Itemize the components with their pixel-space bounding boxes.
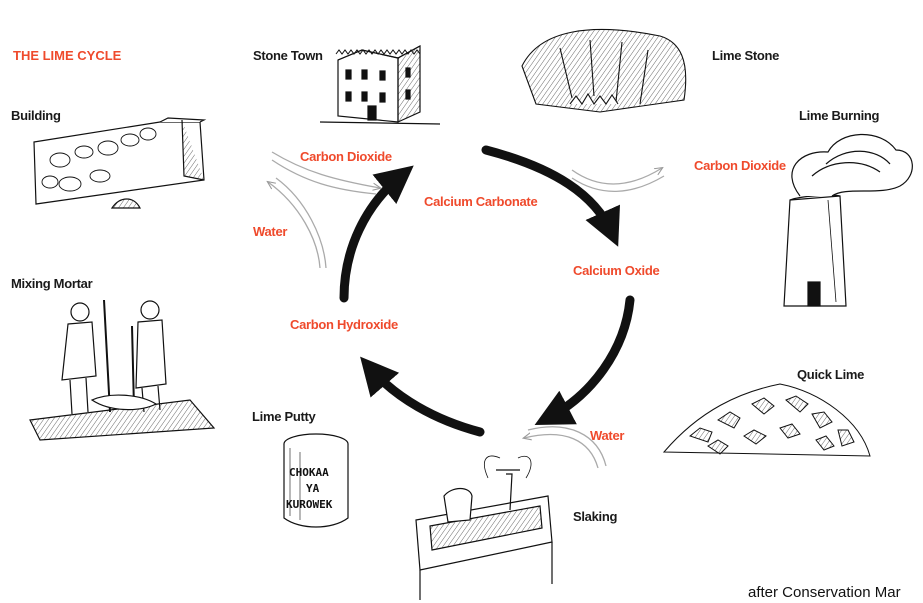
flow-arrows — [268, 151, 665, 469]
stage-slaking: Slaking — [573, 509, 618, 524]
water-in-arrow — [524, 435, 599, 469]
stone-town-illustration — [319, 44, 441, 125]
lime-burning-illustration — [783, 133, 913, 307]
putty-line-2: YA — [306, 482, 320, 495]
stage-lime-burning: Lime Burning — [799, 108, 880, 123]
water-out-arrow — [268, 182, 321, 269]
co2-in-arrow — [271, 151, 380, 188]
compound-calcium-oxide: Calcium Oxide — [573, 263, 660, 278]
putty-line-3: KUROWEK — [286, 498, 333, 511]
slaking-illustration — [415, 455, 553, 600]
flow-water-out-label: Water — [253, 224, 288, 239]
lime-stone-illustration — [521, 28, 687, 113]
co2-out-arrow — [571, 168, 662, 185]
flow-co2-in-label: Carbon Dioxide — [300, 149, 392, 164]
compound-calcium-carbonate: Calcium Carbonate — [424, 194, 538, 209]
diagram-title: THE LIME CYCLE — [13, 48, 122, 63]
stage-stone-town: Stone Town — [253, 48, 323, 63]
compound-carbon-hydroxide: Carbon Hydroxide — [290, 317, 398, 332]
flow-co2-out-label: Carbon Dioxide — [694, 158, 786, 173]
stage-lime-stone: Lime Stone — [712, 48, 780, 63]
putty-line-1: CHOKAA — [289, 466, 329, 479]
credit-note: after Conservation Mar — [748, 584, 901, 601]
stage-mixing-mortar: Mixing Mortar — [11, 276, 93, 291]
arrow-carbonate-to-oxide — [481, 145, 620, 247]
building-illustration — [33, 117, 207, 209]
quick-lime-illustration — [662, 383, 871, 457]
arrow-slaking-to-hydroxide — [360, 356, 485, 437]
cycle-arrows — [339, 145, 635, 437]
mixing-mortar-illustration — [29, 299, 216, 441]
stage-quick-lime: Quick Lime — [797, 367, 865, 382]
flow-water-in-label: Water — [590, 428, 625, 443]
arrow-oxide-to-slaking — [534, 295, 635, 426]
stage-lime-putty: Lime Putty — [252, 409, 316, 424]
arrow-hydroxide-to-carbonate — [339, 165, 414, 303]
stage-building: Building — [11, 108, 61, 123]
lime-putty-illustration: CHOKAA YA KUROWEK — [283, 433, 349, 528]
